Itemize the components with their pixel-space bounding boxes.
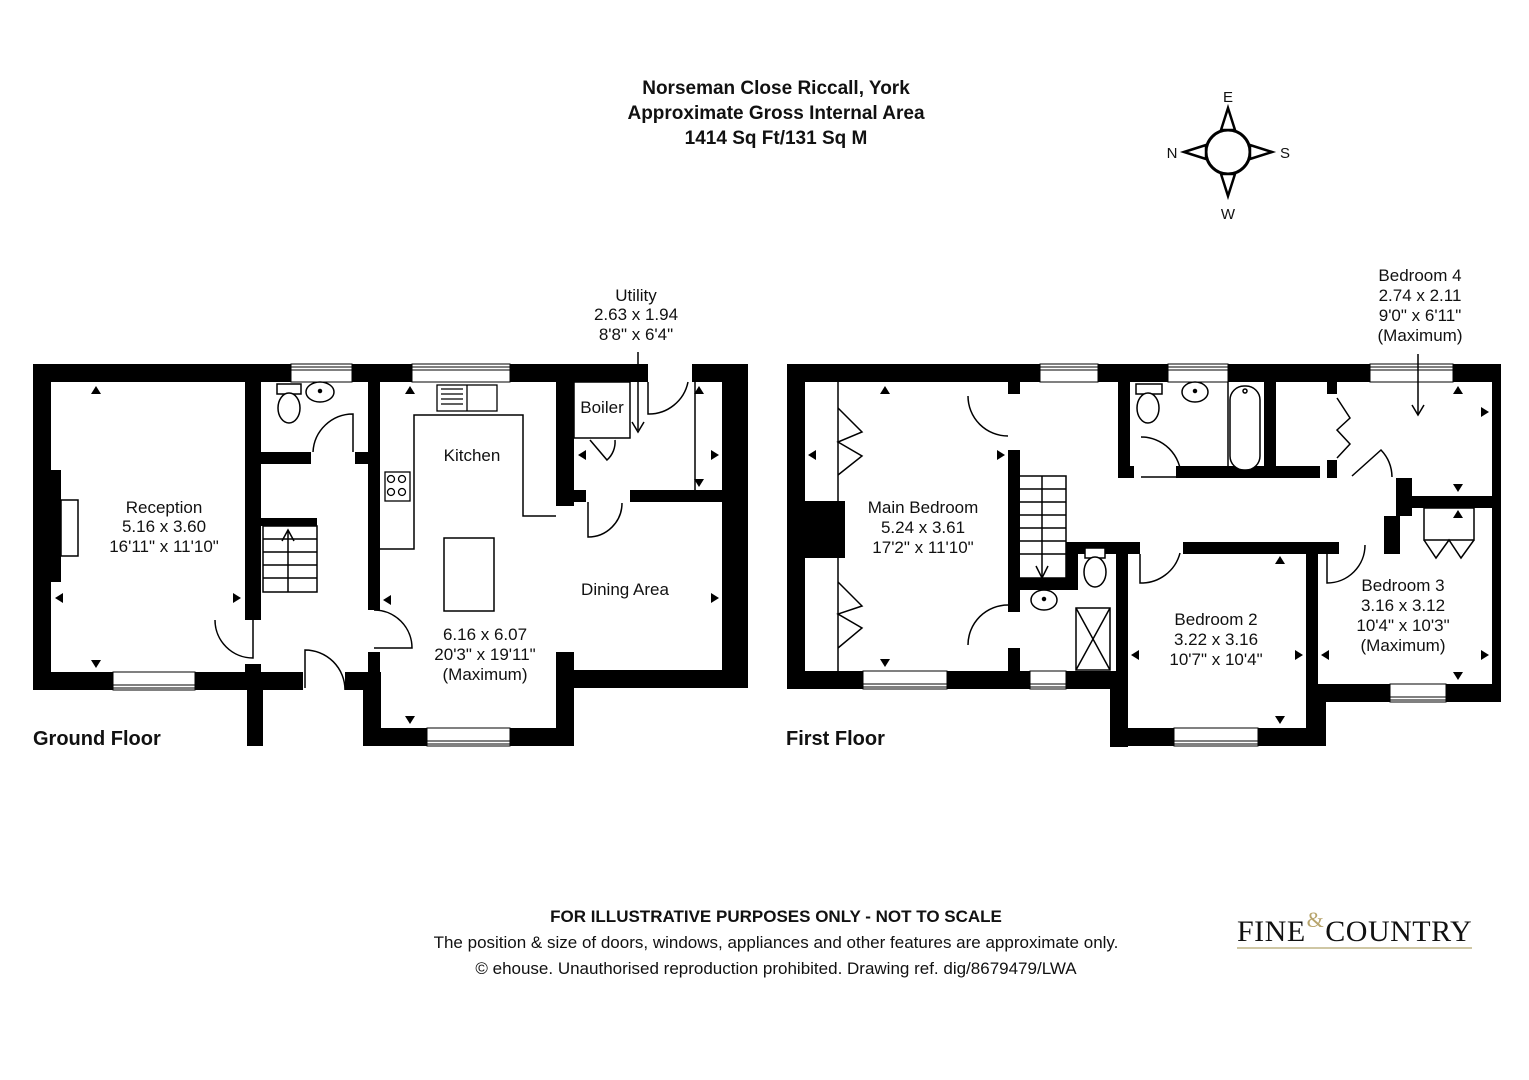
plan-footer: FOR ILLUSTRATIVE PURPOSES ONLY - NOT TO … [0,904,1529,982]
hob-icon [384,471,411,502]
stairs-up-icon [262,525,318,593]
bath-icon [1227,382,1261,471]
room-note-kitchen-dining: (Maximum) [443,665,528,684]
room-name-bedroom-2: Bedroom 2 [1174,610,1257,629]
room-name-bedroom-4: Bedroom 4 [1378,266,1461,285]
compass-label-n: N [1167,145,1178,162]
disclaimer-heading: FOR ILLUSTRATIVE PURPOSES ONLY - NOT TO … [550,907,1002,926]
stairs-down-icon [1017,475,1067,580]
room-imperial-main-bedroom: 17'2" x 11'10" [872,538,973,557]
compass-label-s: S [1280,145,1290,162]
room-imperial-bedroom-3: 10'4" x 10'3" [1356,616,1449,635]
room-metric-bedroom-2: 3.22 x 3.16 [1174,630,1258,649]
compass-label-e: E [1223,89,1233,106]
room-metric-reception: 5.16 x 3.60 [122,517,206,536]
compass-icon: E W N S [1167,89,1290,223]
copyright-text: © ehouse. Unauthorised reproduction proh… [475,959,1077,978]
ground-floor-label: Ground Floor [33,728,161,750]
toilet-icon [276,383,302,424]
room-name-reception: Reception [126,498,203,517]
room-name-dining: Dining Area [581,580,669,599]
disclaimer-note: The position & size of doors, windows, a… [433,933,1119,952]
room-name-utility: Utility [615,286,657,305]
room-metric-bedroom-3: 3.16 x 3.12 [1361,596,1445,615]
room-metric-utility: 2.63 x 1.94 [594,305,678,324]
first-floor-label: First Floor [786,728,885,750]
basin-icon [305,381,335,403]
room-note-bedroom-3: (Maximum) [1361,636,1446,655]
gross-area: 1414 Sq Ft/131 Sq M [684,128,868,149]
room-name-boiler: Boiler [580,398,624,417]
logo-underline [1237,947,1473,949]
room-metric-bedroom-4: 2.74 x 2.11 [1379,286,1462,305]
room-metric-main-bedroom: 5.24 x 3.61 [881,518,965,537]
logo-text-country: COUNTRY [1325,915,1473,948]
wardrobe-icon [1423,507,1475,560]
room-note-bedroom-4: (Maximum) [1378,326,1463,345]
plan-header: Norseman Close Riccall, York Approximate… [0,76,1529,151]
room-name-main-bedroom: Main Bedroom [868,498,979,517]
toilet-icon [1083,383,1163,588]
boiler-cupboard [573,381,631,439]
room-imperial-reception: 16'11" x 11'10" [109,537,219,556]
compass-label-w: W [1221,206,1236,223]
room-imperial-utility: 8'8" x 6'4" [599,325,673,344]
room-name-bedroom-3: Bedroom 3 [1361,576,1444,595]
wardrobe-icon [836,382,864,671]
logo-ampersand: & [1306,907,1325,932]
shower-icon [1075,607,1111,671]
ground-floor-plan: Reception 5.16 x 3.60 16'11" x 11'10" Ki… [33,286,748,750]
logo-text-fine: FINE [1237,915,1306,948]
first-floor-plan: Main Bedroom 5.24 x 3.61 17'2" x 11'10" … [786,266,1501,750]
room-imperial-kitchen-dining: 20'3" x 19'11" [434,645,535,664]
sink-icon [436,384,498,412]
room-imperial-bedroom-2: 10'7" x 10'4" [1169,650,1262,669]
fine-country-logo: FINE&COUNTRY [1237,907,1473,949]
basin-icon [1030,381,1209,611]
area-subtitle: Approximate Gross Internal Area [627,103,925,124]
kitchen-island [443,537,495,612]
property-address: Norseman Close Riccall, York [642,78,910,99]
room-name-kitchen: Kitchen [444,446,501,465]
room-imperial-bedroom-4: 9'0" x 6'11" [1379,306,1462,325]
room-metric-kitchen-dining: 6.16 x 6.07 [443,625,527,644]
